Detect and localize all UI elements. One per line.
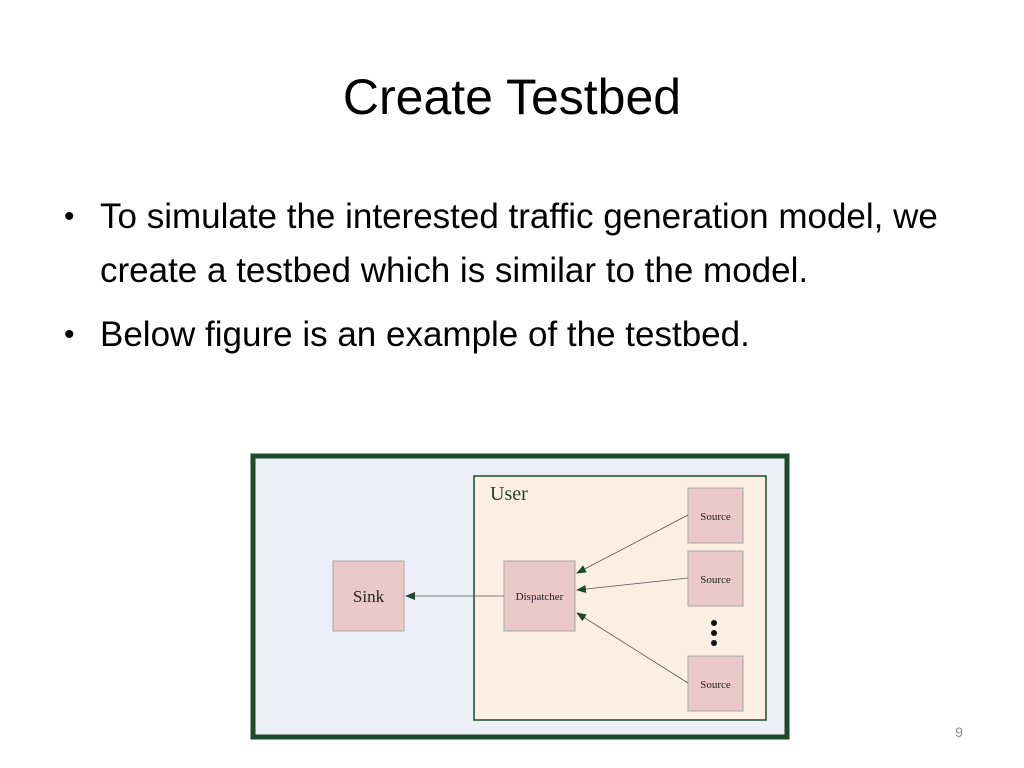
dispatcher-label: Dispatcher <box>516 591 564 603</box>
source-to-dispatcher-arrow <box>576 577 689 594</box>
bullet-list: • To simulate the interested traffic gen… <box>60 190 960 372</box>
sink-label: Sink <box>353 587 385 606</box>
page-number: 9 <box>955 724 963 740</box>
source-label: Source <box>700 679 731 691</box>
ellipsis-dot <box>711 630 717 636</box>
ellipsis-dot <box>711 620 717 626</box>
source-label: Source <box>700 511 731 523</box>
slide-title: Create Testbed <box>342 69 682 125</box>
bullet-text: To simulate the interested traffic gener… <box>100 197 938 290</box>
bullet-marker: • <box>64 318 75 351</box>
bullet-marker: • <box>64 200 75 233</box>
dispatcher-node <box>503 560 576 632</box>
source-node <box>687 550 744 607</box>
source-node <box>687 487 744 544</box>
bullet-text: Below figure is an example of the testbe… <box>100 315 750 354</box>
ellipsis-dot <box>711 640 717 646</box>
bullet-item: • To simulate the interested traffic gen… <box>60 190 960 298</box>
source-to-dispatcher-arrow <box>576 612 689 684</box>
user-label: User <box>490 483 528 505</box>
source-label: Source <box>700 574 731 586</box>
source-to-dispatcher-arrow <box>576 514 689 574</box>
bullet-item: • Below figure is an example of the test… <box>60 308 960 362</box>
sink-node <box>332 560 405 632</box>
source-node <box>687 655 744 712</box>
testbed-diagram: User Sink Dispatcher Source Source Sourc… <box>250 453 790 740</box>
